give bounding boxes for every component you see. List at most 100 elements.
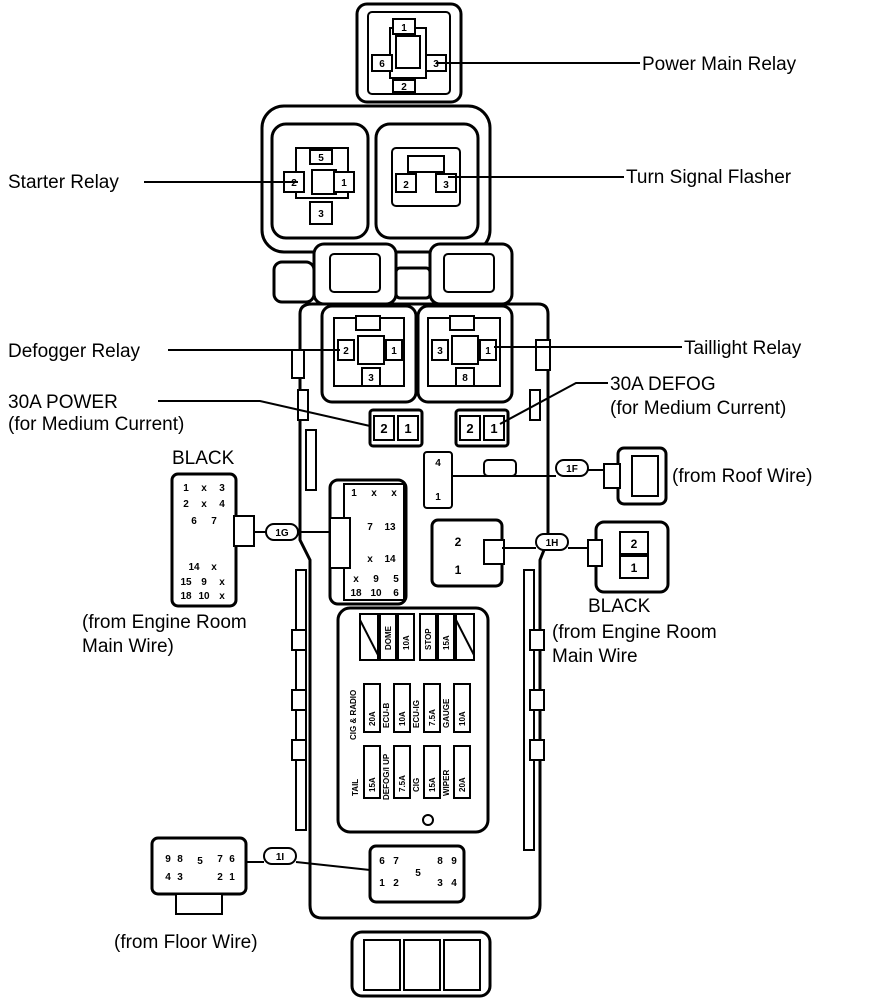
floor-center-pin: 2 xyxy=(393,878,399,889)
floor-left-pin: 3 xyxy=(177,872,183,883)
label-engine-room-left-1: (from Engine Room xyxy=(82,612,247,633)
tag-1g-text: 1G xyxy=(275,528,289,539)
label-defog-30a-note: (for Medium Current) xyxy=(610,398,786,419)
fuse-stop-label: STOP xyxy=(424,628,433,650)
floor-left-pin: 9 xyxy=(165,854,171,865)
label-starter-relay: Starter Relay xyxy=(8,172,119,193)
label-engine-room-right-2: Main Wire xyxy=(552,646,638,667)
floor-center-pin: 5 xyxy=(415,868,421,879)
tag-1g: 1G xyxy=(265,523,299,541)
power-main-pin-2: 2 xyxy=(401,82,407,93)
power-30a-pin-1: 1 xyxy=(404,421,411,436)
black-left-pin: 9 xyxy=(201,577,207,588)
fuse-cig-radio-amp: 20A xyxy=(368,711,377,726)
black-left-pin: 4 xyxy=(219,499,225,510)
floor-center-pin: 3 xyxy=(437,878,443,889)
center-pin: 10 xyxy=(370,588,382,599)
fuse-dome-amp: 10A xyxy=(402,635,411,650)
black-left-pin: 10 xyxy=(198,591,210,602)
floor-left-pin: 4 xyxy=(165,872,171,883)
starter-pin-1: 1 xyxy=(341,178,347,189)
engine-right-pin-2: 2 xyxy=(631,537,638,551)
floor-left-pin: 8 xyxy=(177,854,183,865)
engine-socket-pin-1: 1 xyxy=(455,563,462,577)
power-main-pin-6: 6 xyxy=(379,59,385,70)
label-engine-room-right-1: (from Engine Room xyxy=(552,622,717,643)
center-pin: 14 xyxy=(384,554,396,565)
middle-clips xyxy=(272,242,514,306)
label-black-right: BLACK xyxy=(588,596,651,617)
leader-lines xyxy=(144,62,682,871)
power-main-pin-1: 1 xyxy=(401,23,407,34)
roof-wire-connector xyxy=(603,446,668,506)
tag-1f: 1F xyxy=(555,459,589,477)
floor-left-pin: 6 xyxy=(229,854,235,865)
floor-center-connector: 6 7 8 9 5 1 2 3 4 xyxy=(368,844,466,904)
label-floor-wire: (from Floor Wire) xyxy=(114,932,258,953)
fuse-tail-amp: 15A xyxy=(368,777,377,792)
label-turn-signal-flasher: Turn Signal Flasher xyxy=(626,167,792,188)
center-pin: 9 xyxy=(373,574,379,585)
defogger-pin-2: 2 xyxy=(343,346,349,357)
floor-wire-connector: 9 8 5 7 6 4 3 2 1 xyxy=(150,836,248,915)
starter-pin-2: 2 xyxy=(291,178,297,189)
label-defog-30a: 30A DEFOG xyxy=(610,374,716,395)
taillight-relay: 3 1 8 xyxy=(416,304,514,404)
label-power-30a: 30A POWER xyxy=(8,392,118,413)
engine-right-pin-1: 1 xyxy=(631,561,638,575)
fuse-cig-radio-label: CIG & RADIO xyxy=(349,690,358,740)
label-black-left: BLACK xyxy=(172,448,235,469)
power-main-pin-3: 3 xyxy=(433,59,439,70)
tag-1h: 1H xyxy=(535,533,569,551)
center-pin: 6 xyxy=(393,588,399,599)
tag-1i: 1I xyxy=(263,847,297,865)
floor-center-pin: 4 xyxy=(451,878,457,889)
turn-signal-pin-2: 2 xyxy=(403,180,409,191)
fuse-ecub-amp: 10A xyxy=(398,711,407,726)
black-left-pin: 18 xyxy=(180,591,192,602)
engine-socket-pin-2: 2 xyxy=(455,535,462,549)
taillight-pin-3: 3 xyxy=(437,346,443,357)
label-roof-wire: (from Roof Wire) xyxy=(672,466,812,487)
power-main-relay: 1 6 3 2 xyxy=(355,2,463,104)
black-left-pin: x xyxy=(219,591,225,602)
black-left-pin: 6 xyxy=(191,516,197,527)
floor-left-pin: 1 xyxy=(229,872,235,883)
center-pin: 18 xyxy=(350,588,362,599)
tag-1f-text: 1F xyxy=(566,464,578,475)
floor-center-pin: 6 xyxy=(379,856,385,867)
engine-room-socket: 2 1 xyxy=(430,518,505,588)
label-taillight-relay: Taillight Relay xyxy=(684,338,802,359)
bottom-end-cap xyxy=(350,930,492,998)
fuse-gauge-amp: 10A xyxy=(458,711,467,726)
fuse-defog-amp: 7.5A xyxy=(398,775,407,792)
black-left-pin: 1 xyxy=(183,483,189,494)
defog-30a-pin-1: 1 xyxy=(490,421,497,436)
roof-socket-pin-4: 4 xyxy=(435,458,441,469)
label-power-30a-note: (for Medium Current) xyxy=(8,414,184,435)
floor-left-pin: 2 xyxy=(217,872,223,883)
tag-1h-text: 1H xyxy=(546,538,559,549)
label-defogger-relay: Defogger Relay xyxy=(8,341,141,362)
center-pin: x xyxy=(391,488,397,499)
fuse-block: DOME 10A STOP 15A CIG & RADIO 20A ECU-B … xyxy=(336,606,490,834)
label-power-main-relay: Power Main Relay xyxy=(642,54,797,75)
fuse-defog-label: DEFOG/I UP xyxy=(382,753,391,800)
engine-room-right-connector: 2 1 xyxy=(587,520,670,594)
black-left-pin: x xyxy=(219,577,225,588)
floor-center-pin: 9 xyxy=(451,856,457,867)
center-pin: 13 xyxy=(384,522,396,533)
turn-signal-pin-3: 3 xyxy=(443,180,449,191)
fuse-tail-label: TAIL xyxy=(351,779,360,796)
floor-left-pin: 7 xyxy=(217,854,223,865)
center-connector: 1 x x 7 13 x 14 x 9 5 18 10 6 xyxy=(328,478,408,606)
starter-pin-5: 5 xyxy=(318,153,324,164)
roof-socket-pin-1: 1 xyxy=(435,492,441,503)
black-left-pin: 3 xyxy=(219,483,225,494)
fuse-gauge-label: GAUGE xyxy=(442,698,451,728)
defog-30a-fuse: 2 1 xyxy=(454,408,510,448)
center-pin: x xyxy=(353,574,359,585)
power-30a-pin-2: 2 xyxy=(380,421,387,436)
black-left-pin: x xyxy=(211,562,217,573)
